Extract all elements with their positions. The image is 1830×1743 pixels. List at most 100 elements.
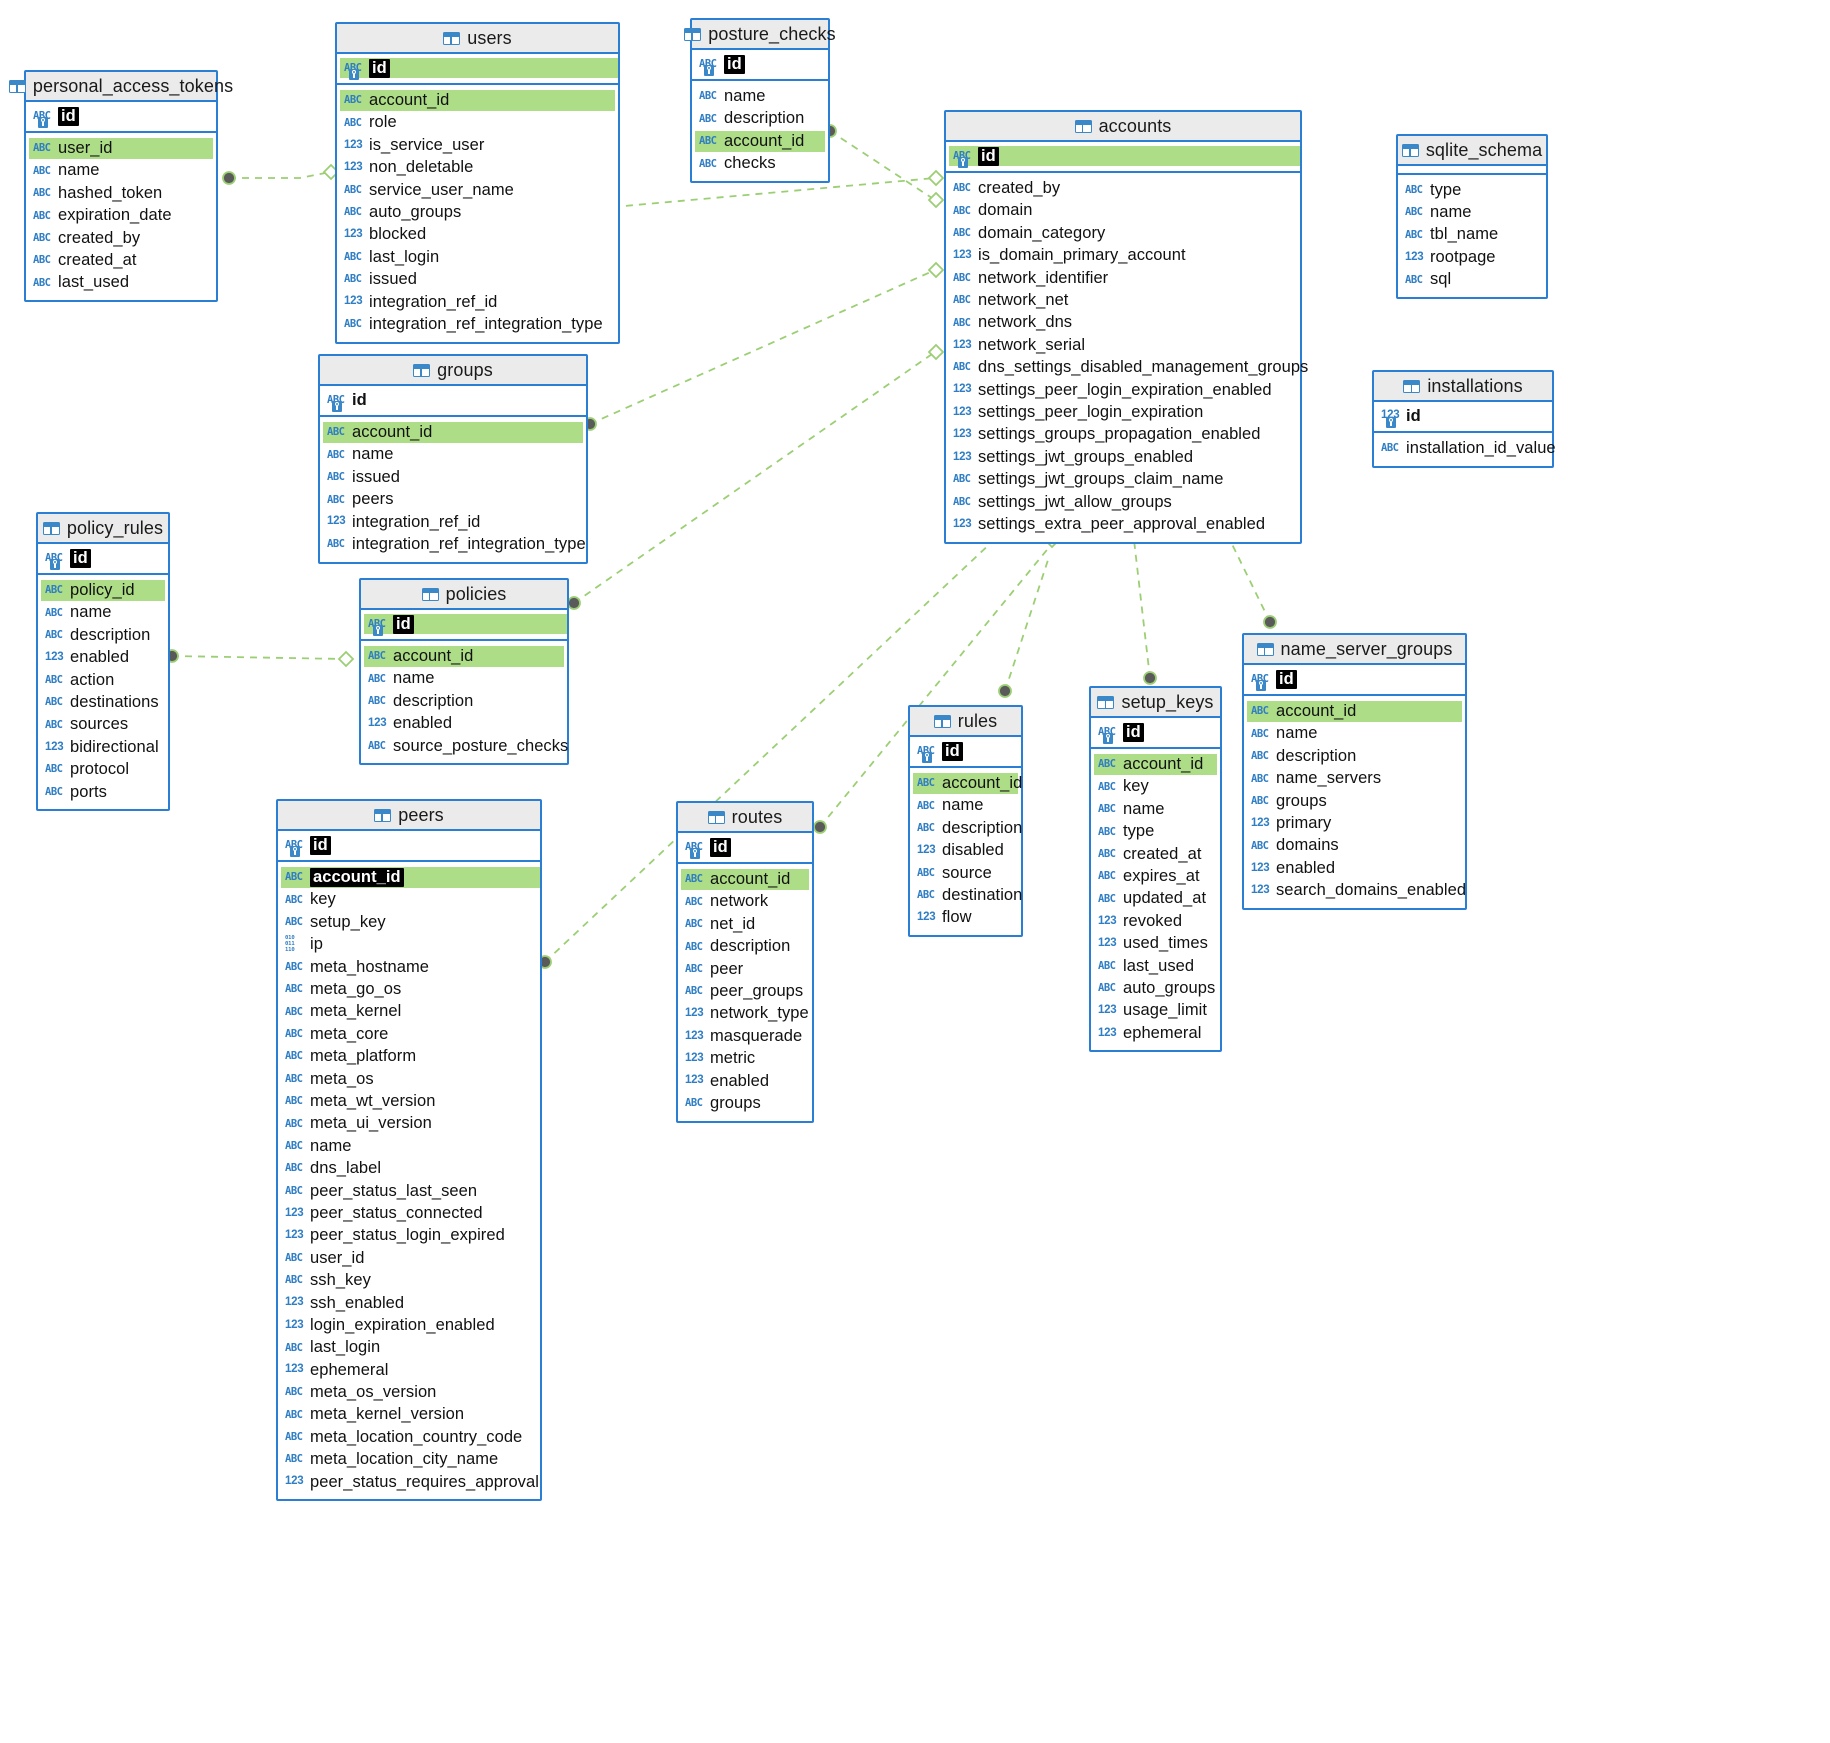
table-header[interactable]: policies	[361, 580, 567, 610]
table-header[interactable]: installations	[1374, 372, 1552, 402]
table-header[interactable]: posture_checks	[684, 20, 836, 50]
table-header[interactable]: sqlite_schema	[1398, 136, 1546, 166]
table-header[interactable]: groups	[320, 356, 586, 386]
table-header[interactable]: personal_access_tokens	[8, 72, 233, 102]
table-header[interactable]: accounts	[946, 112, 1300, 142]
table-header[interactable]: peers	[278, 801, 540, 831]
table-header[interactable]: rules	[910, 707, 1021, 737]
table-header[interactable]: setup_keys	[1091, 688, 1220, 718]
table-header[interactable]: users	[337, 24, 618, 54]
table-header[interactable]: routes	[678, 803, 812, 833]
